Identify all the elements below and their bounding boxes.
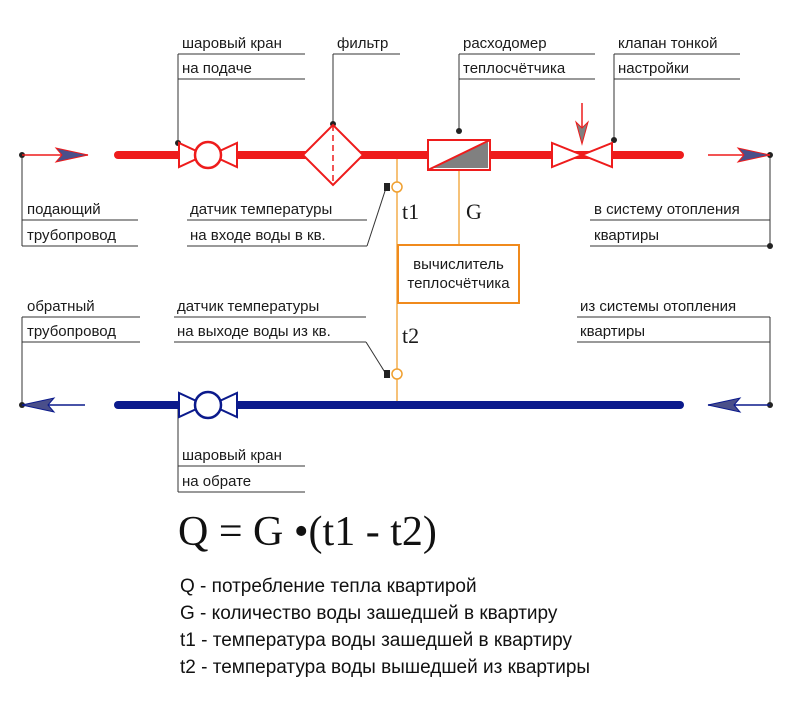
label-t2: t2 (402, 323, 420, 348)
label-sensor-out-line1: датчик температуры (177, 298, 320, 315)
supply-arrows (22, 147, 771, 163)
label-return-valve-line2: на обрате (182, 473, 252, 490)
label-balancing-line2: настройки (618, 60, 690, 77)
label-from-system-line1: из системы отопления (580, 298, 737, 315)
label-supply-pipe-line2: трубопровод (27, 227, 117, 244)
return-arrows (21, 397, 770, 413)
balancing-valve (551, 103, 613, 169)
return-ball-valve (178, 390, 238, 420)
leader-dots (19, 121, 773, 408)
calculator-label-line2: теплосчётчика (407, 275, 510, 292)
legend-item-g: G - количество воды зашедшей в квартиру (180, 603, 558, 624)
label-sensor-in-line1: датчик температуры (190, 201, 333, 218)
temp-sensor-in (384, 181, 403, 193)
label-return-pipe-line1: обратный (27, 298, 95, 315)
label-supply-valve-line1: шаровый кран (182, 35, 282, 52)
leader-lines (21, 53, 771, 493)
label-t1: t1 (402, 199, 420, 224)
label-filter: фильтр (337, 35, 389, 52)
label-return-pipe-line2: трубопровод (27, 323, 117, 340)
label-sensor-out-line2: на выходе воды из кв. (177, 323, 331, 340)
legend-item-q: Q - потребление тепла квартирой (180, 576, 477, 597)
filter-symbol (301, 123, 365, 187)
label-from-system-line2: квартиры (580, 323, 646, 340)
temp-sensor-out (384, 368, 403, 380)
label-flowmeter-line1: расходомер (463, 35, 547, 52)
label-to-system-line1: в систему отопления (594, 201, 740, 218)
label-supply-valve-line2: на подаче (182, 60, 252, 77)
formula-legend: Q - потребление тепла квартирой G - коли… (180, 573, 590, 681)
label-to-system-line2: квартиры (594, 227, 660, 244)
supply-ball-valve (178, 140, 238, 170)
legend-item-t1: t1 - температура воды зашедшей в квартир… (180, 630, 572, 651)
label-flowmeter-line2: теплосчётчика (463, 60, 566, 77)
label-balancing-line1: клапан тонкой (618, 35, 718, 52)
flowmeter-symbol (427, 139, 491, 171)
heat-meter-calculator: вычислитель теплосчётчика (397, 244, 520, 304)
heat-formula: Q = G •(t1 - t2) (178, 509, 437, 555)
label-g: G (466, 199, 482, 224)
label-sensor-in-line2: на входе воды в кв. (190, 227, 326, 244)
label-supply-pipe-line1: подающий (27, 201, 101, 218)
label-return-valve-line1: шаровый кран (182, 447, 282, 464)
calculator-label-line1: вычислитель (413, 256, 504, 273)
legend-item-t2: t2 - температура воды вышедшей из кварти… (180, 657, 591, 678)
